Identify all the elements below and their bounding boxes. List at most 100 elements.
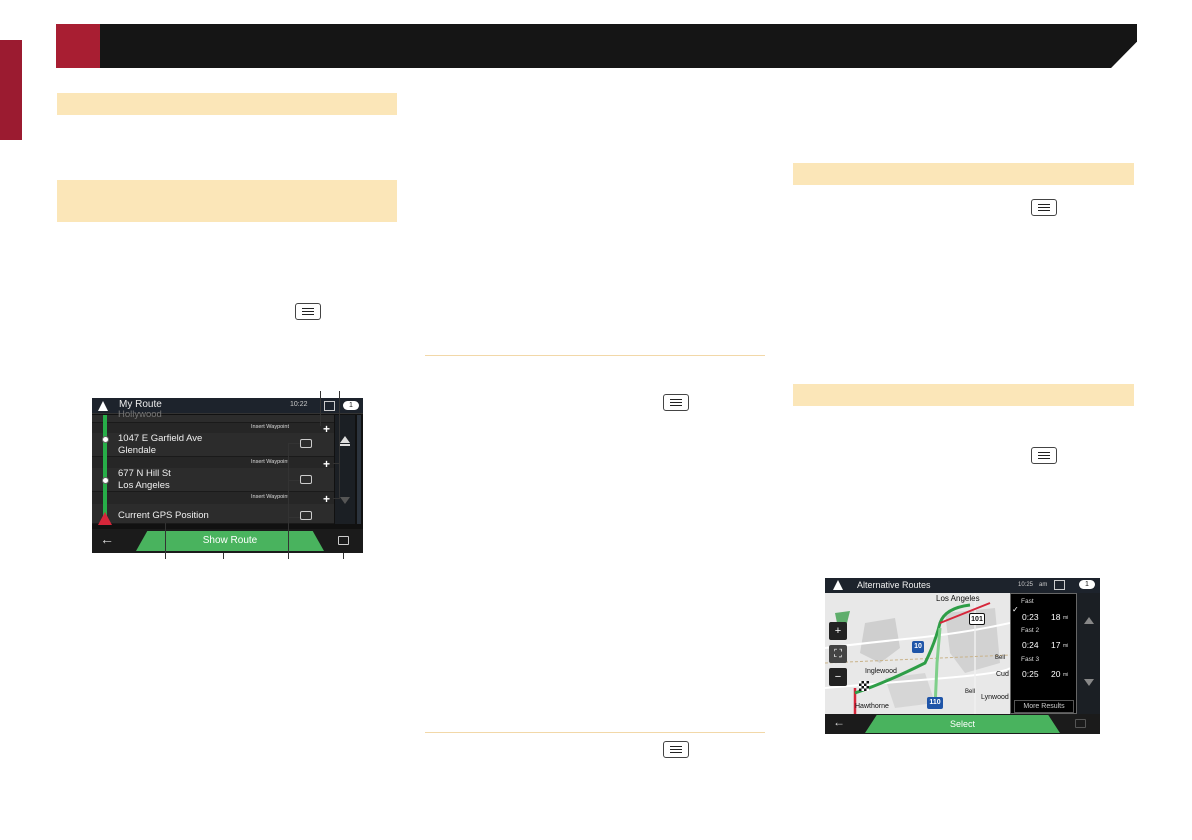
scroll-down-icon[interactable] (1084, 679, 1094, 686)
map-city-label: Inglewood (865, 668, 897, 675)
callout-line (288, 517, 300, 518)
previous-item-label: Hollywood (118, 409, 162, 420)
selected-check-icon: ✓ (1012, 605, 1019, 614)
route-list: Hollywood Insert Waypoint + 1047 E Garfi… (92, 409, 334, 524)
scrollbar[interactable] (357, 415, 361, 524)
screen-title: My Route (119, 399, 162, 410)
insert-waypoint-label: Insert Waypoint (250, 494, 289, 500)
map-city-label: Bell (995, 655, 1006, 661)
more-results-button[interactable]: More Results (1014, 700, 1074, 713)
route-distance[interactable]: 17 (1051, 640, 1061, 650)
callout-line (333, 463, 340, 464)
route-options-panel: ✓ Fast 0:23 18 mi Fast 2 0:24 17 mi Fast… (1010, 593, 1077, 714)
callout-line (288, 443, 300, 444)
distance-unit: mi (1063, 643, 1069, 649)
distance-unit: mi (1063, 615, 1069, 621)
scroll-up-icon[interactable] (340, 436, 350, 443)
map-city-label: Cud (996, 671, 1009, 678)
zoom-out-icon[interactable]: − (829, 668, 847, 686)
back-arrow-icon[interactable]: ← (833, 715, 845, 729)
menu-icon[interactable] (338, 536, 349, 545)
section-divider (425, 732, 765, 733)
clock-suffix: am (1039, 582, 1048, 588)
destination-flag-icon (859, 681, 869, 691)
screen-title: Alternative Routes (857, 580, 931, 590)
callout-line (333, 498, 340, 499)
callout-line (320, 391, 321, 426)
scroll-buttons (1077, 593, 1100, 714)
map-graphics (825, 593, 1010, 714)
menu-icon (663, 741, 689, 758)
map-city-label: Lynwood (981, 694, 1009, 701)
list-item[interactable] (92, 433, 334, 457)
scroll-down-icon[interactable] (340, 497, 350, 504)
menu-icon (1031, 199, 1057, 216)
route-distance[interactable]: 18 (1051, 612, 1061, 622)
title-bar: Alternative Routes 10:25 am 1 (825, 578, 1100, 593)
current-position-arrow-icon (98, 512, 112, 525)
zoom-in-icon[interactable]: + (829, 622, 847, 640)
stop-menu-icon[interactable] (300, 439, 312, 448)
notification-badge[interactable]: 1 (343, 401, 359, 410)
insert-waypoint-button[interactable]: + (323, 457, 331, 471)
navigation-arrow-icon[interactable] (833, 580, 843, 590)
scroll-top-icon (340, 444, 350, 446)
map-city-label: Los Angeles (936, 594, 980, 603)
list-item[interactable] (92, 415, 334, 423)
stop-menu-icon[interactable] (300, 475, 312, 484)
callout-line (223, 553, 224, 559)
menu-icon (663, 394, 689, 411)
highway-shield: 110 (927, 697, 943, 709)
route-time[interactable]: 0:23 (1022, 612, 1039, 622)
message-icon[interactable] (1054, 580, 1065, 590)
alternative-routes-screen: Alternative Routes 10:25 am 1 (825, 578, 1100, 734)
section-heading-bar (793, 384, 1134, 406)
map-city-label: Bell (965, 689, 976, 695)
map-city-label: Hawthorne (855, 703, 889, 710)
bottom-bar: ← Select (825, 714, 1100, 734)
route-name[interactable]: Fast 2 (1021, 627, 1040, 634)
stop-city: Los Angeles (118, 480, 170, 491)
callout-line (288, 480, 300, 481)
stop-city: Glendale (118, 445, 157, 456)
bottom-bar: ← Show Route (92, 529, 363, 553)
clock: 10:25 (1018, 582, 1034, 588)
highway-shield: 10 (912, 641, 924, 653)
message-icon[interactable] (324, 401, 335, 411)
route-map[interactable]: Los Angeles Inglewood Hawthorne Bell Cud… (825, 593, 1010, 714)
section-heading-bar (793, 163, 1134, 185)
back-arrow-icon[interactable]: ← (100, 531, 114, 547)
menu-icon[interactable] (1075, 719, 1086, 728)
show-route-button[interactable]: Show Route (136, 531, 324, 551)
scroll-up-icon[interactable] (1084, 617, 1094, 624)
insert-waypoint-button[interactable]: + (323, 422, 331, 436)
title-bar: My Route 10:22 1 (92, 398, 363, 414)
stop-menu-icon[interactable] (300, 511, 312, 520)
list-item[interactable] (92, 504, 334, 524)
stop-address: 677 N Hill St (118, 468, 171, 479)
route-line (103, 415, 107, 520)
route-distance[interactable]: 20 (1051, 669, 1061, 679)
waypoint-dot-icon (102, 477, 109, 484)
navigation-arrow-icon[interactable] (98, 401, 108, 411)
notification-badge[interactable]: 1 (1079, 580, 1095, 589)
callout-line (165, 523, 166, 559)
stop-address: 1047 E Garfield Ave (118, 433, 203, 444)
route-name[interactable]: Fast 3 (1021, 656, 1040, 663)
route-time[interactable]: 0:24 (1022, 640, 1039, 650)
scroll-buttons (335, 415, 355, 524)
insert-waypoint-button[interactable]: + (323, 492, 331, 506)
chapter-side-tab (0, 40, 22, 140)
route-name[interactable]: Fast (1021, 598, 1034, 605)
my-route-screen: My Route 10:22 1 Hollywood Insert Waypoi… (92, 398, 363, 553)
section-heading-bar (57, 93, 397, 115)
stop-address: Current GPS Position (118, 510, 209, 521)
route-time[interactable]: 0:25 (1022, 669, 1039, 679)
section-divider (425, 355, 765, 356)
fit-view-icon[interactable]: ⛶ (829, 645, 847, 663)
menu-icon (1031, 447, 1057, 464)
section-heading-bar (57, 180, 397, 222)
select-route-button[interactable]: Select (865, 715, 1060, 733)
distance-unit: mi (1063, 672, 1069, 678)
